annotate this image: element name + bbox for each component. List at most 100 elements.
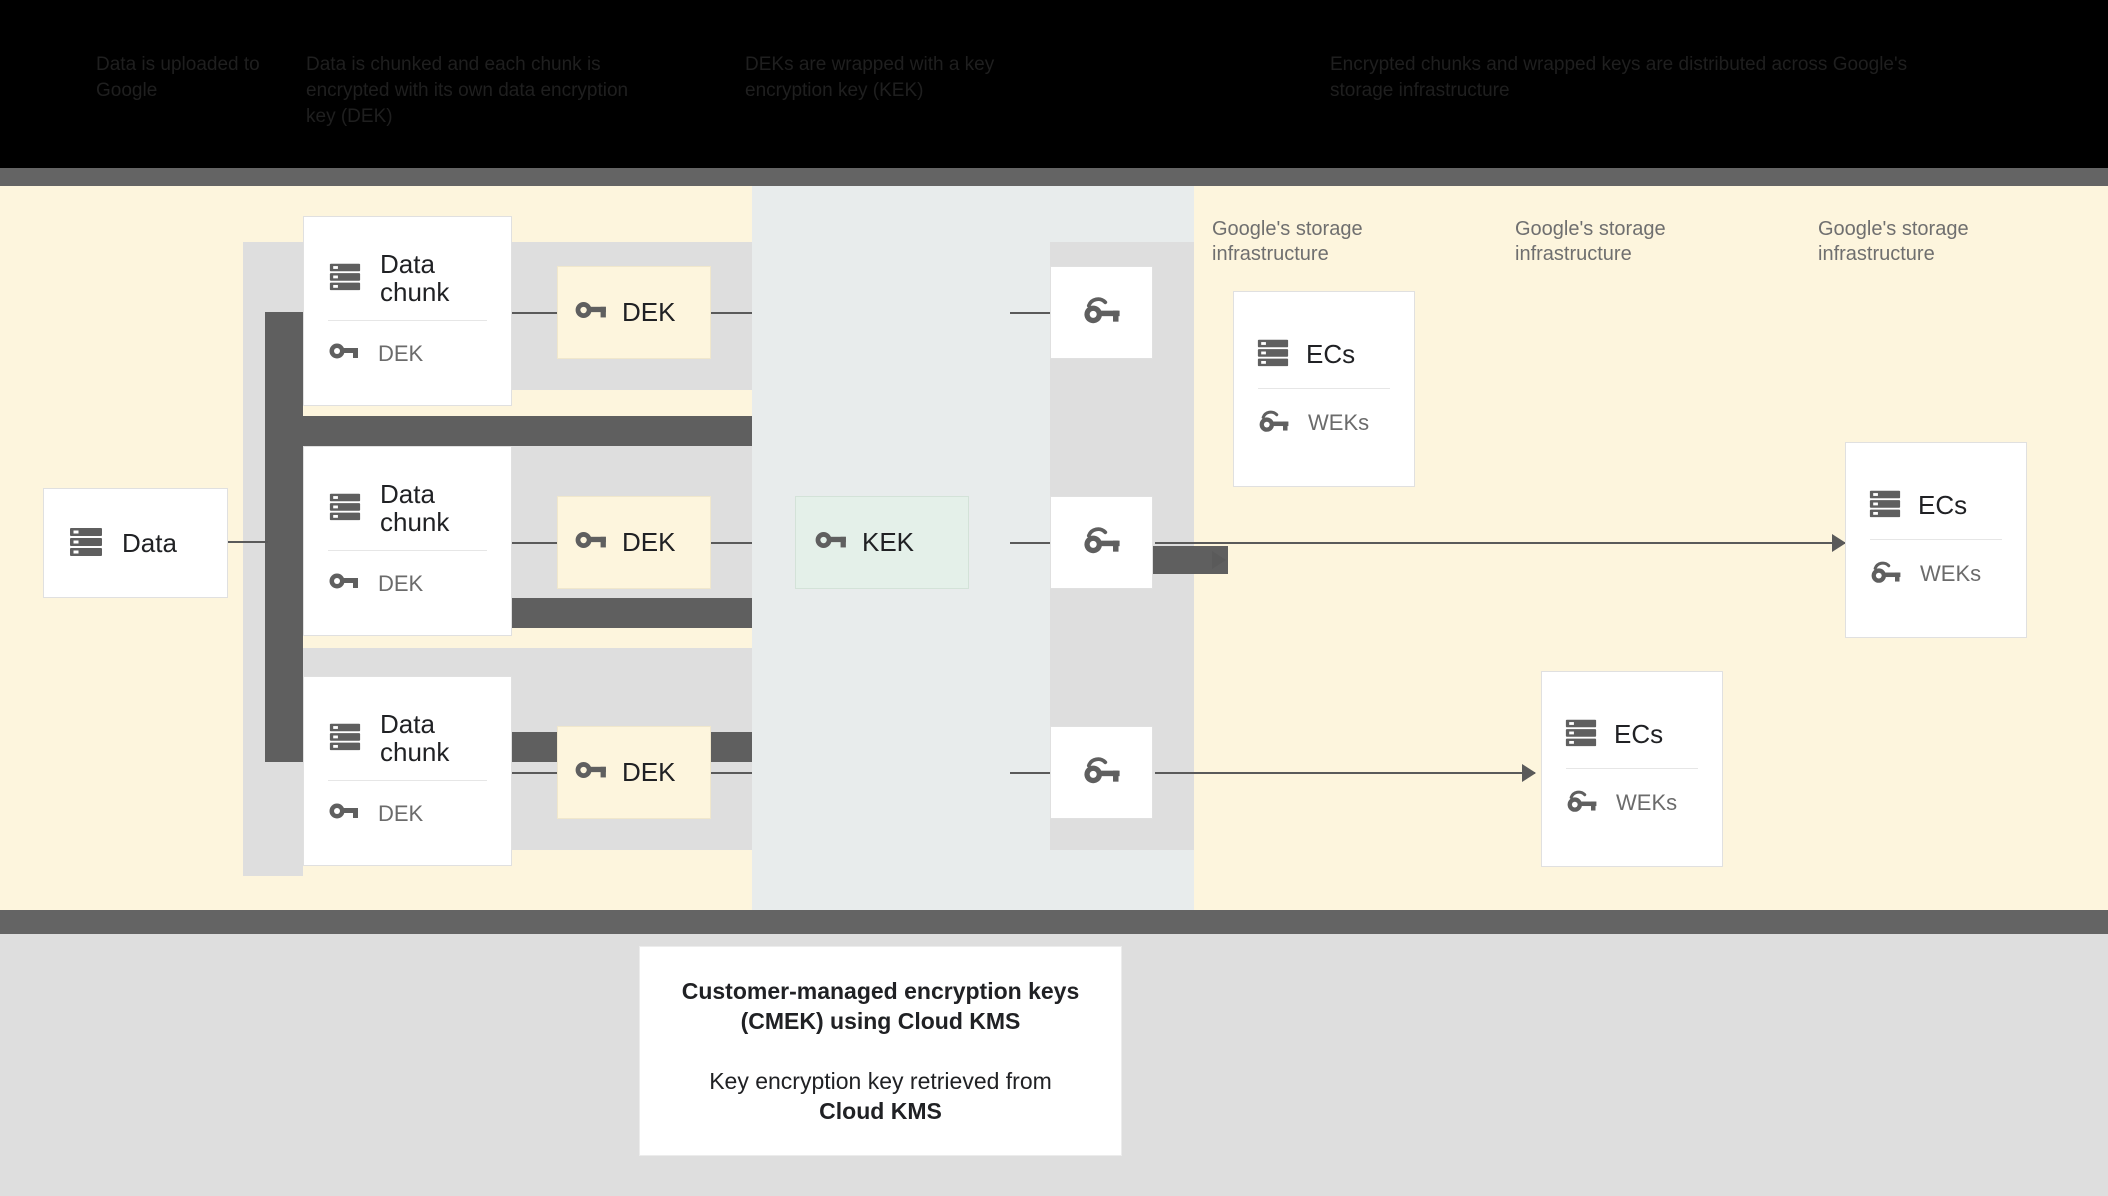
- server-icon: [1868, 486, 1902, 525]
- kek-card[interactable]: KEK: [795, 496, 969, 589]
- key-icon: [328, 335, 360, 372]
- ecs-title-1: ECs: [1306, 338, 1356, 369]
- chunk-key-row-2: DEK: [304, 565, 511, 602]
- chunk-divider-3: [328, 780, 487, 781]
- line-wk3-in: [1010, 772, 1050, 774]
- server-icon: [328, 489, 362, 528]
- data-chunk-card-1[interactable]: Data chunk DEK: [303, 216, 512, 406]
- line-wk1-in: [1010, 312, 1050, 314]
- chunk-title-row-3: Data chunk: [304, 710, 511, 766]
- wrapped-key-row-1: [1080, 288, 1124, 337]
- data-chunk-card-3[interactable]: Data chunk DEK: [303, 676, 512, 866]
- chunk-divider-1: [328, 320, 487, 321]
- dek-row-3: DEK: [558, 753, 710, 792]
- storage-label-3: Google's storage infrastructure: [1818, 218, 1969, 265]
- server-icon: [328, 719, 362, 758]
- caption-box: Customer-managed encryption keys (CMEK) …: [639, 946, 1122, 1156]
- ecs-card-2[interactable]: ECs WEKs: [1541, 671, 1723, 867]
- ecs-title-row-2: ECs: [1542, 715, 1722, 754]
- wrapped-key-box-3[interactable]: [1050, 726, 1153, 819]
- header-band: Data is uploaded to Google Data is chunk…: [0, 0, 2108, 168]
- wrapped-key-icon: [1080, 748, 1124, 797]
- chunk-key-row-1: DEK: [304, 335, 511, 372]
- dek-label-1: DEK: [622, 297, 676, 327]
- server-icon: [1564, 715, 1598, 754]
- key-icon: [574, 523, 608, 562]
- server-icon: [1256, 335, 1290, 374]
- arrow-to-ecs-3: [1832, 534, 1846, 552]
- caption-line-3: Key encryption key retrieved from: [709, 1068, 1052, 1094]
- line-dek2-out: [711, 542, 752, 544]
- line-chunk3-to-dek3: [512, 772, 557, 774]
- dek-card-3[interactable]: DEK: [557, 726, 711, 819]
- wrapped-key-row-2: [1080, 518, 1124, 567]
- ecs-divider-1: [1258, 387, 1390, 389]
- wrapped-key-box-1[interactable]: [1050, 266, 1153, 359]
- chunk-title-row-2: Data chunk: [304, 480, 511, 536]
- key-icon: [814, 523, 848, 562]
- chunk-key-label-2: DEK: [378, 570, 424, 596]
- ecs-key-row-1: WEKs: [1234, 403, 1414, 444]
- arrow-to-ecs-1: [1212, 551, 1226, 569]
- key-icon: [328, 565, 360, 602]
- line-to-ecs-2: [1155, 772, 1535, 774]
- data-box[interactable]: Data: [43, 488, 228, 598]
- line-chunk1-to-dek1: [512, 312, 557, 314]
- ecs-title-row-1: ECs: [1234, 335, 1414, 374]
- ecs-title-row-3: ECs: [1846, 486, 2026, 525]
- data-box-row: Data: [44, 523, 227, 564]
- ecs-key-label-2: WEKs: [1616, 790, 1678, 815]
- ecs-divider-3: [1870, 538, 2002, 540]
- wrapped-key-icon: [1080, 288, 1124, 337]
- ecs-key-label-1: WEKs: [1308, 410, 1370, 435]
- ecs-divider-2: [1566, 767, 1698, 769]
- chunk-title-3: Data chunk: [380, 709, 450, 767]
- ecs-title-2: ECs: [1614, 718, 1664, 749]
- dek-label-2: DEK: [622, 527, 676, 557]
- wrapped-key-box-2[interactable]: [1050, 496, 1153, 589]
- storage-label-2: Google's storage infrastructure: [1515, 218, 1666, 265]
- line-wk2-in: [1010, 542, 1050, 544]
- storage-label-1: Google's storage infrastructure: [1212, 218, 1363, 265]
- caption-line-2: (CMEK) using Cloud KMS: [740, 1008, 1021, 1034]
- chunk-key-label-3: DEK: [378, 800, 424, 826]
- header-step-1: Data is uploaded to Google: [96, 54, 260, 101]
- key-icon: [328, 795, 360, 832]
- bracket-spine: [265, 312, 303, 762]
- dek-card-1[interactable]: DEK: [557, 266, 711, 359]
- header-step-3: DEKs are wrapped with a key encryption k…: [745, 54, 995, 101]
- server-icon: [68, 523, 104, 564]
- arrow-to-ecs-2: [1522, 764, 1536, 782]
- line-chunk2-to-dek2: [512, 542, 557, 544]
- ecs-title-3: ECs: [1918, 489, 1968, 520]
- chunk-key-label-1: DEK: [378, 340, 424, 366]
- header-step-4: Encrypted chunks and wrapped keys are di…: [1330, 54, 1908, 101]
- chunk-title-2: Data chunk: [380, 479, 450, 537]
- wrapped-key-icon: [1256, 403, 1292, 444]
- chunk-title-1: Data chunk: [380, 249, 450, 307]
- bracket-arm-1: [265, 416, 752, 446]
- line-data-to-bracket: [228, 541, 268, 543]
- line-to-ecs-3: [1155, 542, 1845, 544]
- line-dek1-out: [711, 312, 752, 314]
- ecs-card-1[interactable]: ECs WEKs: [1233, 291, 1415, 487]
- dek-row-2: DEK: [558, 523, 710, 562]
- kek-label: KEK: [862, 527, 915, 557]
- key-icon: [574, 293, 608, 332]
- wrapped-key-icon: [1868, 554, 1904, 595]
- data-chunk-card-2[interactable]: Data chunk DEK: [303, 446, 512, 636]
- diagram-canvas: Google's storage infrastructure Google's…: [0, 186, 2108, 910]
- wrapped-key-icon: [1564, 783, 1600, 824]
- dek-card-2[interactable]: DEK: [557, 496, 711, 589]
- caption-line-4: Cloud KMS: [819, 1098, 942, 1124]
- data-box-label: Data: [122, 527, 177, 558]
- wrapped-key-row-3: [1080, 748, 1124, 797]
- chunk-divider-2: [328, 550, 487, 551]
- wrapped-key-icon: [1080, 518, 1124, 567]
- chunk-key-row-3: DEK: [304, 795, 511, 832]
- ecs-card-3[interactable]: ECs WEKs: [1845, 442, 2027, 638]
- server-icon: [328, 259, 362, 298]
- header-divider-band: [0, 168, 2108, 186]
- ecs-key-row-3: WEKs: [1846, 554, 2026, 595]
